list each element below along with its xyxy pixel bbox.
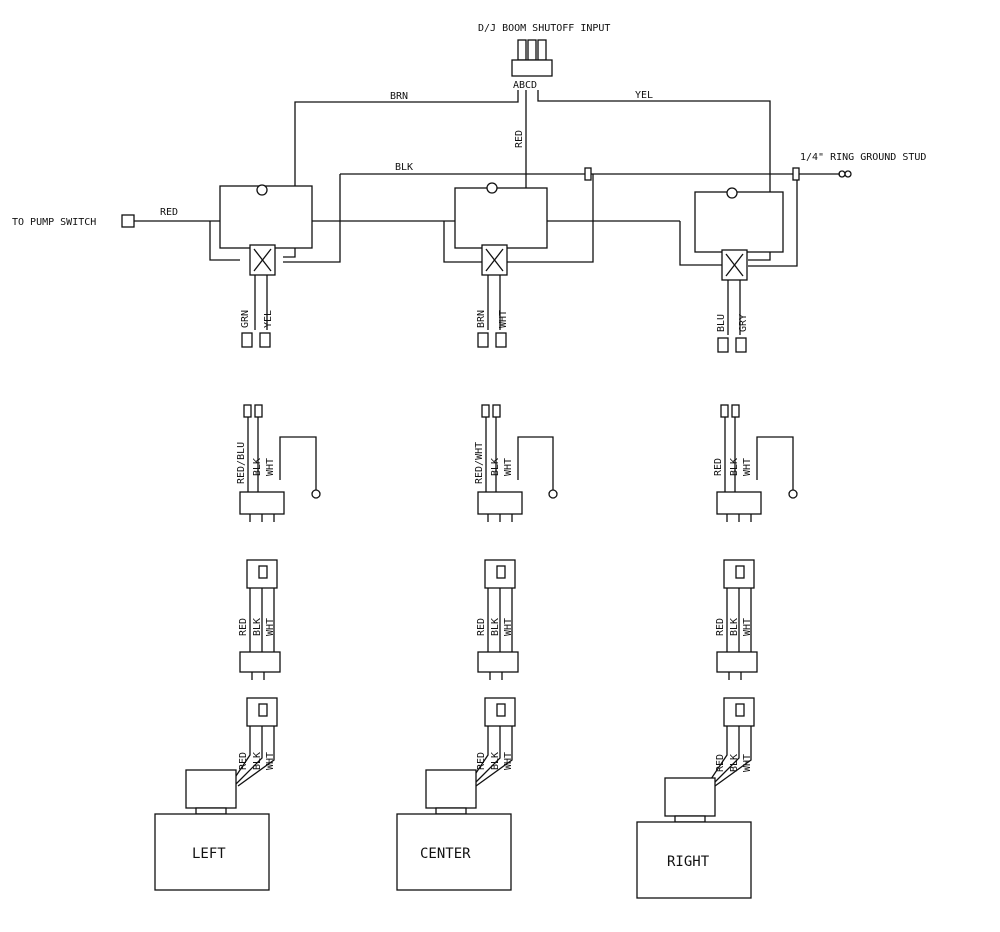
sw-wire-label: GRN — [240, 310, 251, 328]
harness-wire-label: BLK — [729, 618, 740, 636]
input-label: D/J BOOM SHUTOFF INPUT — [478, 23, 610, 34]
harness-wire-label: BLK — [490, 618, 501, 636]
blk-label: BLK — [395, 162, 413, 173]
harness-wire-label: RED — [715, 618, 726, 636]
harness-wire-label: BLK — [729, 458, 740, 476]
harness-wire-label: RED — [713, 458, 724, 476]
harness-wire-label: WHT — [503, 458, 514, 476]
input-pins-label: ABCD — [513, 80, 537, 91]
left-switch — [209, 184, 313, 348]
left-harness-2 — [239, 559, 281, 680]
sw-wire-label: WHT — [498, 310, 509, 328]
motor-label: CENTER — [420, 846, 471, 862]
valve-wire-label: BLK — [252, 752, 263, 770]
motor-label: RIGHT — [667, 854, 710, 870]
valve-wire-label: BLK — [729, 754, 740, 772]
sw-wire-label: BRN — [476, 310, 487, 328]
red-vertical-label: RED — [514, 130, 525, 148]
harness-wire-label: RED — [476, 618, 487, 636]
left-harness-1 — [239, 404, 321, 522]
harness-wire-label: RED/BLU — [236, 442, 247, 484]
ground-stud — [838, 170, 852, 178]
harness-wire-label: WHT — [265, 618, 276, 636]
brn-label: BRN — [390, 91, 408, 102]
harness-wire-label: WHT — [503, 618, 514, 636]
sw-wire-label: BLU — [716, 314, 727, 332]
valve-wire-label: BLK — [490, 752, 501, 770]
valve-wire-label: RED — [715, 754, 726, 772]
harness-wire-label: BLK — [252, 458, 263, 476]
harness-wire-label: WHT — [265, 458, 276, 476]
sw-wire-label: GRY — [738, 314, 749, 332]
valve-wire-label: RED — [476, 752, 487, 770]
right-valve — [636, 697, 755, 899]
center-harness-1 — [477, 404, 558, 522]
harness-wire-label: WHT — [742, 458, 753, 476]
center-valve — [396, 697, 516, 891]
valve-wire-label: RED — [238, 752, 249, 770]
red-label: RED — [160, 207, 178, 218]
ground-label: 1/4" RING GROUND STUD — [800, 152, 926, 163]
valve-wire-label: WHT — [503, 752, 514, 770]
pump-label: TO PUMP SWITCH — [12, 217, 96, 228]
right-switch — [679, 187, 784, 353]
boom-shutoff-connector — [511, 39, 553, 77]
harness-wire-label: BLK — [490, 458, 501, 476]
yel-label: YEL — [635, 90, 653, 101]
valve-wire-label: WHT — [265, 752, 276, 770]
valve-wire-label: WHT — [742, 754, 753, 772]
harness-wire-label: RED/WHT — [474, 442, 485, 484]
pump-connector — [121, 214, 135, 228]
sw-wire-label: YEL — [263, 310, 274, 328]
motor-label: LEFT — [192, 846, 226, 862]
harness-wire-label: BLK — [252, 618, 263, 636]
center-harness-2 — [477, 559, 519, 680]
right-harness-2 — [716, 559, 758, 680]
harness-wire-label: RED — [238, 618, 249, 636]
center-switch — [443, 182, 548, 348]
right-harness-1 — [716, 404, 798, 522]
left-valve — [154, 697, 278, 891]
harness-wire-label: WHT — [742, 618, 753, 636]
